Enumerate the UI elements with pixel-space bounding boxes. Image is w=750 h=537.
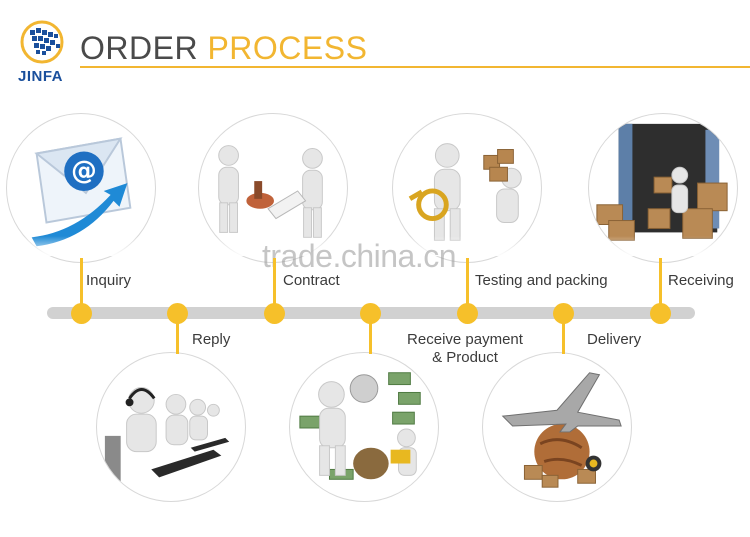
step-label-testing: Testing and packing <box>475 272 608 289</box>
magnifier-boxes-figure <box>408 143 522 241</box>
money-figures <box>299 372 421 480</box>
reply-image <box>96 352 246 502</box>
timeline-dot-reply <box>167 303 188 324</box>
step-label-reply: Reply <box>192 331 231 348</box>
stem-reply <box>176 316 179 354</box>
delivery-image <box>482 352 632 502</box>
timeline-dot-testing <box>457 303 478 324</box>
stem-payment <box>369 316 372 354</box>
timeline-dot-contract <box>264 303 285 324</box>
logo-grid-icon <box>20 20 64 64</box>
svg-text:@: @ <box>71 156 97 186</box>
stem-contract <box>273 258 276 310</box>
stem-inquiry <box>80 258 83 310</box>
timeline-dot-receiving <box>650 303 671 324</box>
step-label-delivery: Delivery <box>587 331 642 348</box>
step-label-receiving: Receiving <box>668 272 734 289</box>
step-label-inquiry: Inquiry <box>86 272 132 289</box>
title-underline <box>80 66 750 68</box>
title-part-order: ORDER <box>80 30 199 66</box>
payment-image <box>289 352 439 502</box>
contract-stamping-figures <box>218 145 323 238</box>
page-title: ORDER PROCESS <box>80 28 367 68</box>
stem-testing <box>466 258 469 310</box>
step-label-contract: Contract <box>283 272 340 289</box>
jinfa-logo: JINFA <box>10 12 80 90</box>
timeline-dot-payment <box>360 303 381 324</box>
stem-receiving <box>659 258 662 310</box>
title-part-process: PROCESS <box>207 30 368 66</box>
timeline-dot-inquiry <box>71 303 92 324</box>
step-label-payment: Receive payment & Product <box>407 331 523 366</box>
inquiry-image: @ <box>6 113 156 263</box>
watermark-text: trade.china.cn <box>262 238 457 274</box>
image-fade-band <box>0 236 750 256</box>
call-center-figures <box>104 387 230 482</box>
stem-delivery <box>562 316 565 354</box>
email-at-icon: @ <box>31 137 132 247</box>
container-boxes-figure <box>596 123 728 241</box>
timeline-dot-delivery <box>553 303 574 324</box>
logo-text: JINFA <box>18 68 64 85</box>
airplane-globe <box>501 372 622 488</box>
